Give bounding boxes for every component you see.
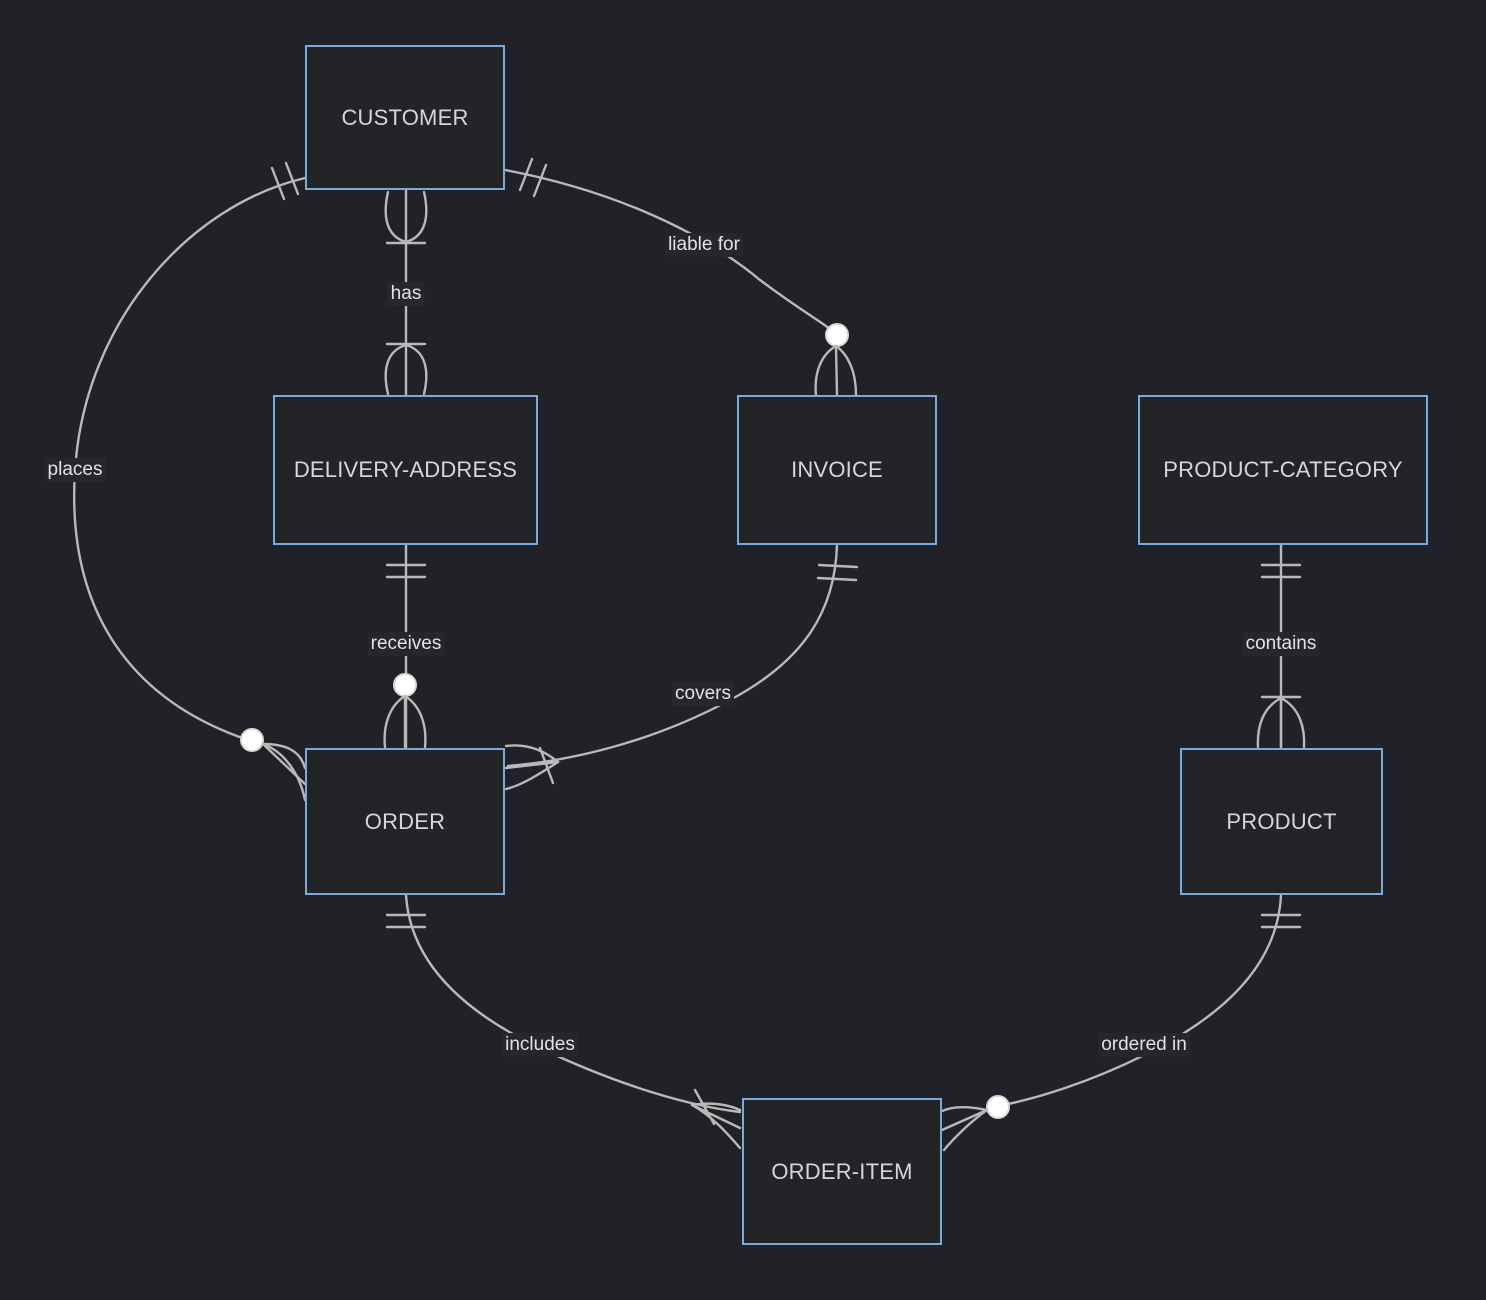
marker-contains-product-one-or-many — [1256, 695, 1306, 749]
marker-covers-order-one-or-many — [504, 744, 560, 791]
relationship-label-has: has — [387, 282, 425, 306]
entity-label-customer: CUSTOMER — [341, 104, 469, 130]
connector-ordered-in — [996, 893, 1283, 1108]
marker-covers-invoice-one-and-only-one — [816, 563, 859, 582]
marker-ordered-in-order-item-zero-or-many — [940, 1095, 1010, 1152]
marker-contains-product-category-one-and-only-one — [1260, 563, 1302, 579]
relationship-label-includes: includes — [502, 1033, 578, 1057]
entity-label-product: PRODUCT — [1226, 808, 1337, 834]
relationship-label-contains: contains — [1242, 632, 1320, 656]
marker-has-customer-one-or-many — [384, 190, 428, 245]
connector-liable-for — [503, 168, 836, 334]
marker-receives-delivery-address-one-and-only-one — [385, 563, 427, 579]
connector-places — [72, 176, 307, 742]
marker-ordered-in-product-one-and-only-one — [1260, 913, 1302, 929]
marker-has-delivery-address-one-or-many — [384, 342, 428, 396]
entity-product[interactable]: PRODUCT — [1180, 748, 1383, 895]
entity-label-invoice: INVOICE — [791, 457, 883, 482]
relationship-label-receives: receives — [367, 632, 445, 656]
connector-covers — [506, 543, 839, 768]
entity-invoice[interactable]: INVOICE — [737, 395, 937, 545]
entity-product-category[interactable]: PRODUCT-CATEGORY — [1138, 395, 1428, 545]
relationship-label-liable-for: liable for — [665, 233, 743, 257]
entity-label-product-category: PRODUCT-CATEGORY — [1163, 457, 1403, 482]
marker-includes-order-item-one-or-many — [690, 1088, 742, 1150]
marker-liable-for-invoice-zero-or-many — [814, 323, 858, 397]
connector-includes — [404, 893, 742, 1114]
entity-label-order-item: ORDER-ITEM — [771, 1158, 913, 1184]
marker-places-order-zero-or-many — [240, 728, 307, 802]
marker-places-customer-one-and-only-one — [270, 161, 300, 201]
relationship-label-ordered-in: ordered in — [1098, 1033, 1190, 1057]
entity-label-delivery-address: DELIVERY-ADDRESS — [293, 457, 518, 482]
marker-includes-order-one-and-only-one — [385, 913, 427, 929]
entity-order-item[interactable]: ORDER-ITEM — [742, 1098, 942, 1245]
relationship-label-covers: covers — [672, 682, 734, 706]
entity-order[interactable]: ORDER — [305, 748, 505, 895]
relationship-label-places: places — [44, 458, 106, 482]
marker-receives-order-zero-or-many — [383, 673, 427, 749]
marker-liable-for-customer-one-and-only-one — [518, 157, 548, 198]
entity-label-order: ORDER — [364, 808, 446, 834]
entity-customer[interactable]: CUSTOMER — [305, 45, 505, 190]
entity-delivery-address[interactable]: DELIVERY-ADDRESS — [273, 395, 538, 545]
